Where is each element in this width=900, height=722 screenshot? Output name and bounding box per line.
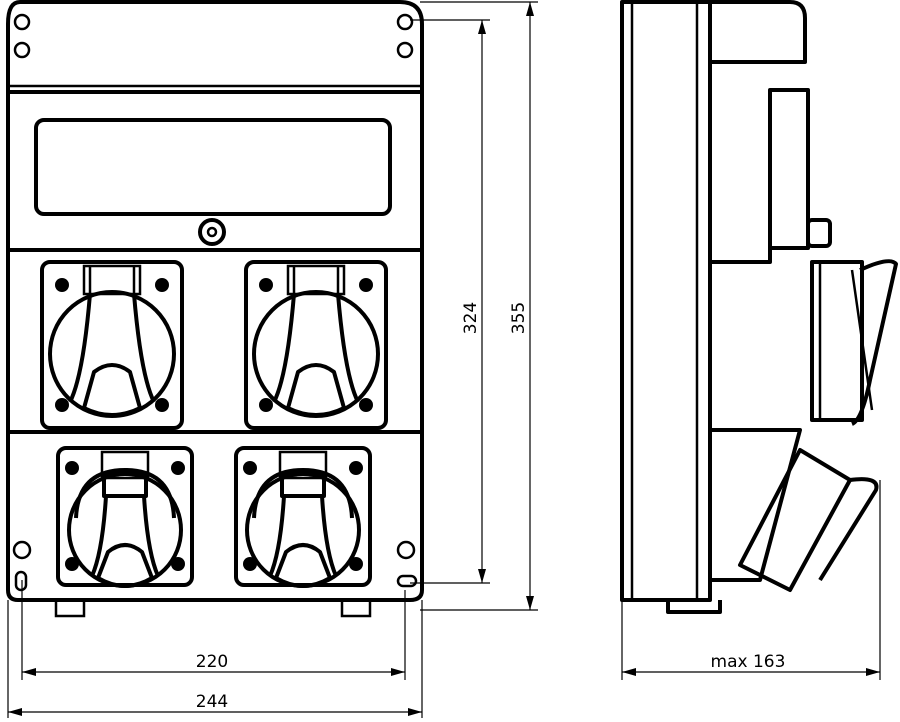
dimension-324: 324 bbox=[461, 302, 481, 334]
enclosure-outline bbox=[6, 0, 424, 602]
dimension-lines bbox=[7, 1, 881, 718]
dimension-244: 244 bbox=[196, 692, 228, 712]
side-view bbox=[620, 0, 898, 614]
dimension-355: 355 bbox=[509, 302, 529, 334]
screw-icon bbox=[396, 41, 414, 59]
screw-icon bbox=[396, 13, 414, 31]
screw-icon bbox=[13, 41, 31, 59]
socket-large-left bbox=[40, 260, 184, 430]
socket-small-left bbox=[56, 446, 194, 588]
dimension-max-163: max 163 bbox=[711, 652, 786, 672]
label-window bbox=[34, 118, 392, 216]
socket-large-right bbox=[244, 260, 388, 430]
knob-icon bbox=[198, 218, 226, 246]
dimension-220: 220 bbox=[196, 652, 228, 672]
front-view bbox=[6, 0, 424, 618]
screw-icon bbox=[13, 13, 31, 31]
socket-small-right bbox=[234, 446, 372, 588]
